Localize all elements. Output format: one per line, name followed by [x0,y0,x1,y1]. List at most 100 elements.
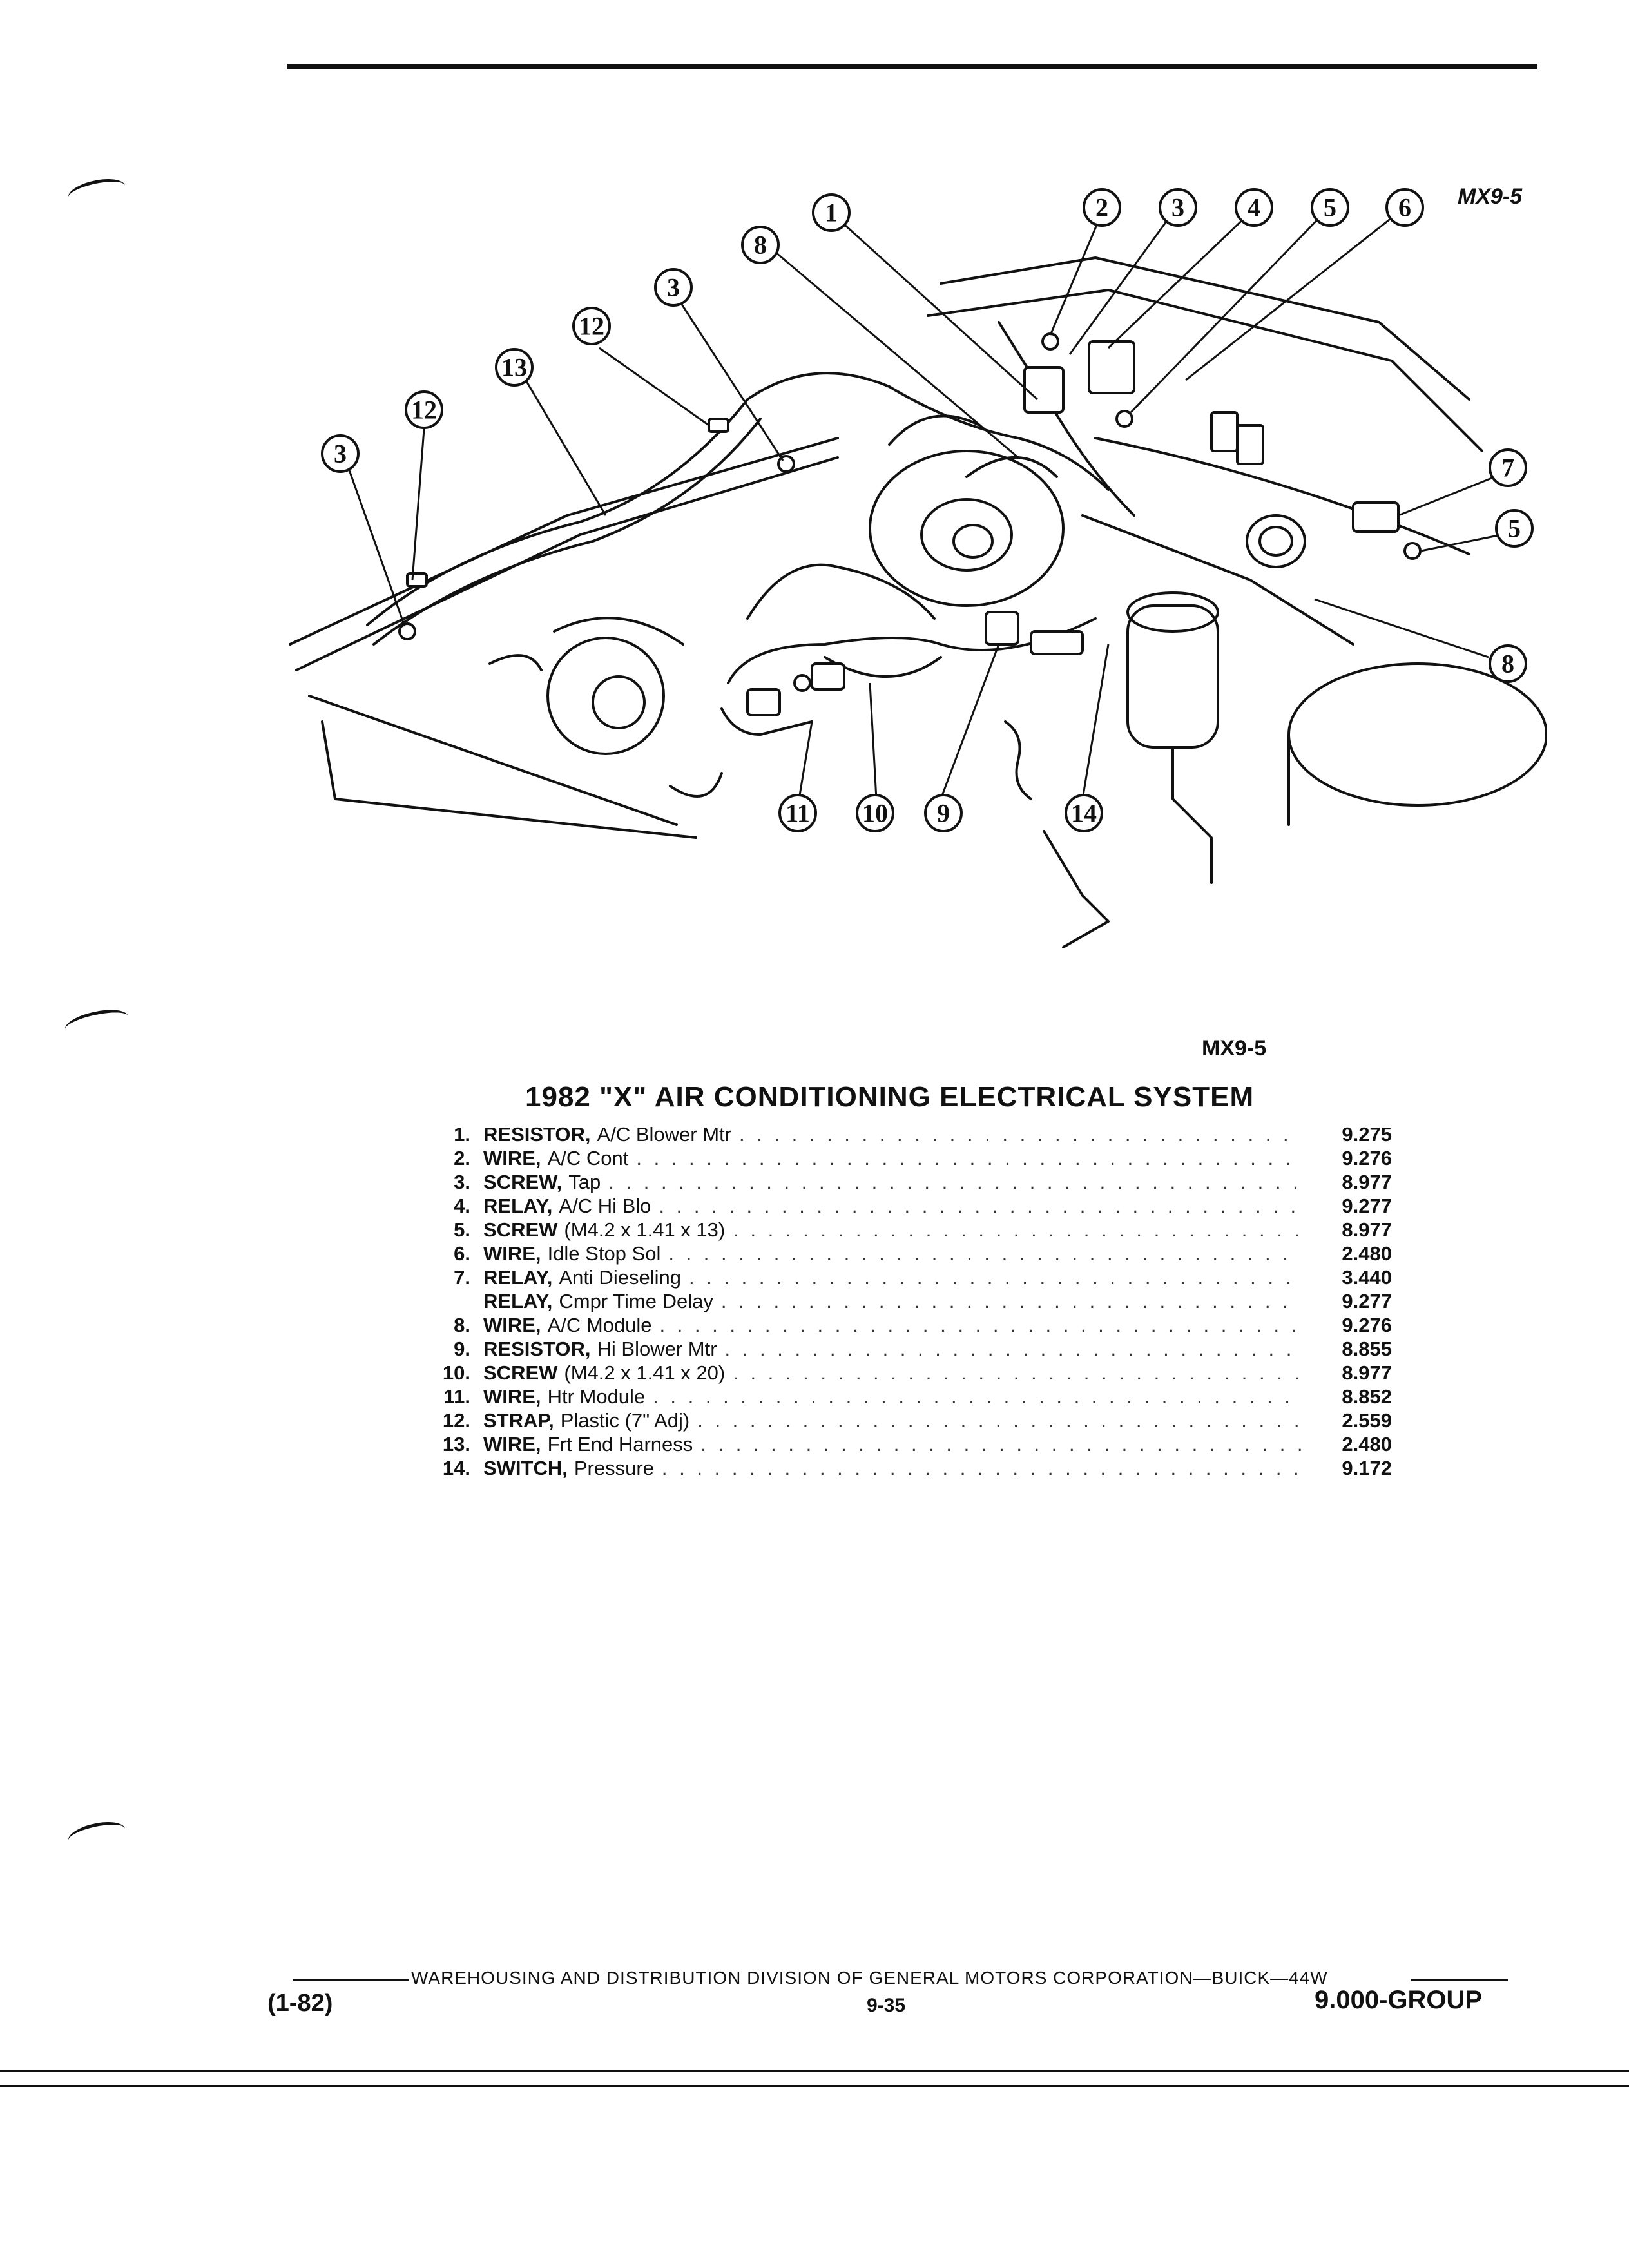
part-description: Frt End Harness [547,1433,693,1456]
part-number: 4. [454,1195,470,1217]
leader-lines [343,211,1502,800]
part-number: 6. [454,1242,470,1265]
footer-page-number: 9-35 [867,1995,906,2016]
part-name: RELAY, [483,1290,553,1312]
parts-list-row: 13.WIRE,Frt End Harness. . . . . . . . .… [412,1432,1392,1456]
svg-text:3: 3 [667,273,680,302]
part-number: 11. [443,1385,470,1408]
parts-list-row: 12.STRAP,Plastic (7" Adj). . . . . . . .… [412,1408,1392,1432]
callout-3-middle: 3 [654,268,693,307]
engine-compartment-illustration [289,256,1547,948]
part-group-reference: 8.977 [1342,1361,1392,1384]
svg-text:5: 5 [1324,193,1336,222]
dot-leader: . . . . . . . . . . . . . . . . . . . . … [659,1314,1302,1336]
part-description: Anti Dieseling [559,1266,681,1289]
parts-list-row: 8.WIRE,A/C Module. . . . . . . . . . . .… [412,1313,1392,1337]
part-name: RESISTOR, [483,1123,591,1146]
parts-list-row: 7.RELAY,Anti Dieseling. . . . . . . . . … [412,1265,1392,1289]
part-description: Htr Module [547,1385,646,1408]
part-name: WIRE, [483,1242,541,1265]
dot-leader: . . . . . . . . . . . . . . . . . . . . … [697,1409,1302,1432]
part-name: RELAY, [483,1266,553,1289]
part-number: 1. [454,1123,470,1146]
part-name: SCREW [483,1218,558,1241]
callout-3-top: 3 [1159,188,1197,227]
callout-9: 9 [924,794,963,832]
callout-5-right: 5 [1495,509,1534,548]
footer-rule-right [1411,1979,1508,1981]
part-description: Idle Stop Sol [547,1242,661,1265]
part-group-reference: 8.977 [1342,1171,1392,1193]
svg-text:14: 14 [1071,799,1097,828]
parts-list-row: 10.SCREW(M4.2 x 1.41 x 20). . . . . . . … [412,1361,1392,1385]
top-rule [287,64,1537,69]
part-description: Tap [568,1171,601,1193]
callout-10: 10 [856,794,894,832]
callout-5-top: 5 [1311,188,1349,227]
parts-list-row: 2.WIRE,A/C Cont. . . . . . . . . . . . .… [412,1146,1392,1170]
part-group-reference: 2.480 [1342,1242,1392,1265]
part-description: A/C Cont [547,1147,629,1169]
part-name: SWITCH, [483,1457,568,1479]
parts-list-row: 4.RELAY,A/C Hi Blo. . . . . . . . . . . … [412,1194,1392,1218]
callout-14: 14 [1065,794,1103,832]
part-group-reference: 9.275 [1342,1123,1392,1146]
part-group-reference: 8.852 [1342,1385,1392,1408]
svg-text:2: 2 [1095,193,1108,222]
part-number: 14. [442,1457,470,1479]
svg-text:11: 11 [786,799,810,828]
parts-list-row: 11.WIRE,Htr Module. . . . . . . . . . . … [412,1385,1392,1408]
parts-list-row: 3.SCREW,Tap. . . . . . . . . . . . . . .… [412,1170,1392,1194]
parts-list-title: 1982 "X" AIR CONDITIONING ELECTRICAL SYS… [525,1081,1255,1113]
callout-2: 2 [1083,188,1121,227]
svg-text:5: 5 [1508,514,1521,543]
part-name: WIRE, [483,1385,541,1408]
svg-text:9: 9 [937,799,950,828]
figure-code-top: MX9-5 [1458,184,1523,209]
dot-leader: . . . . . . . . . . . . . . . . . . . . … [661,1457,1302,1479]
part-group-reference: 9.277 [1342,1195,1392,1217]
figure-code-bottom: MX9-5 [1202,1036,1267,1061]
callout-4: 4 [1235,188,1273,227]
svg-text:6: 6 [1398,193,1411,222]
dot-leader: . . . . . . . . . . . . . . . . . . . . … [724,1338,1302,1360]
callout-3-left: 3 [321,434,360,473]
parts-list-row: 9.RESISTOR,Hi Blower Mtr. . . . . . . . … [412,1337,1392,1361]
part-description: (M4.2 x 1.41 x 13) [564,1218,726,1241]
dot-leader: . . . . . . . . . . . . . . . . . . . . … [720,1290,1302,1312]
part-description: Cmpr Time Delay [559,1290,713,1312]
part-name: WIRE, [483,1147,541,1169]
parts-list-row: 5.SCREW(M4.2 x 1.41 x 13). . . . . . . .… [412,1218,1392,1242]
part-group-reference: 9.276 [1342,1147,1392,1169]
svg-text:12: 12 [579,312,604,341]
parts-list: 1.RESISTOR,A/C Blower Mtr. . . . . . . .… [412,1122,1392,1480]
binder-mark-middle [63,1004,131,1041]
part-name: STRAP, [483,1409,554,1432]
dot-leader: . . . . . . . . . . . . . . . . . . . . … [668,1242,1302,1265]
callout-8-top: 8 [741,226,780,264]
footer-date: (1-82) [267,1990,333,2017]
part-name: SCREW, [483,1171,563,1193]
part-description: A/C Hi Blo [559,1195,651,1217]
part-group-reference: 3.440 [1342,1266,1392,1289]
svg-text:3: 3 [334,439,347,468]
part-name: RESISTOR, [483,1338,591,1360]
part-description: Plastic (7" Adj) [560,1409,690,1432]
part-name: SCREW [483,1361,558,1384]
footer-division-text: WAREHOUSING AND DISTRIBUTION DIVISION OF… [411,1968,1328,1988]
svg-text:12: 12 [411,396,437,425]
callout-12-left: 12 [405,390,443,429]
svg-text:13: 13 [501,353,527,382]
callout-8-right: 8 [1489,644,1527,683]
bottom-rule-upper [0,2070,1629,2072]
part-description: (M4.2 x 1.41 x 20) [564,1361,726,1384]
callout-6: 6 [1385,188,1424,227]
dot-leader: . . . . . . . . . . . . . . . . . . . . … [636,1147,1302,1169]
callout-13: 13 [495,348,534,387]
dot-leader: . . . . . . . . . . . . . . . . . . . . … [688,1266,1302,1289]
part-description: A/C Module [547,1314,652,1336]
dot-leader: . . . . . . . . . . . . . . . . . . . . … [733,1361,1302,1384]
part-group-reference: 9.277 [1342,1290,1392,1312]
dot-leader: . . . . . . . . . . . . . . . . . . . . … [738,1123,1302,1146]
footer-group: 9.000-GROUP [1315,1986,1483,2014]
